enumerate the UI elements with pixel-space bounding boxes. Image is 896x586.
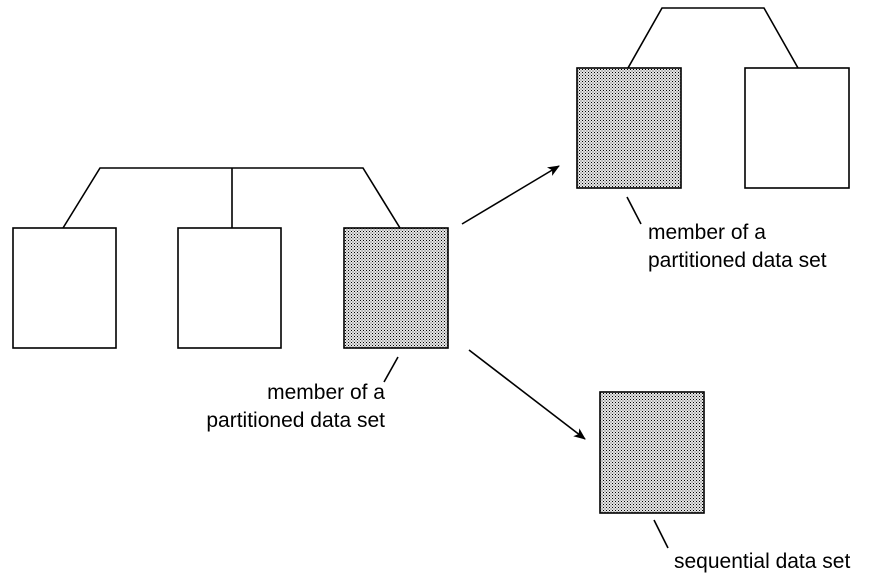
arrow-to-pds [461, 165, 560, 225]
right-label-line-1: member of a [648, 221, 766, 244]
arrow-to-sequential [468, 349, 586, 440]
right-pds-connector [627, 7, 799, 69]
sequential-data-set-box [599, 391, 705, 514]
pds-member-box-selected [343, 227, 449, 349]
right-label-leader [626, 196, 642, 225]
right-label-line-2: partitioned data set [648, 249, 827, 272]
pds-member-box-copied [576, 67, 682, 189]
pds-member-box-2 [177, 227, 282, 349]
left-label-leader [383, 356, 399, 383]
sequential-label-leader [653, 519, 669, 549]
sequential-label: sequential data set [674, 550, 850, 573]
pds-member-box-4 [744, 67, 850, 189]
left-pds-connector [62, 167, 401, 229]
left-label-line-2: partitioned data set [206, 409, 385, 432]
pds-member-box-1 [12, 227, 117, 349]
left-label-line-1: member of a [267, 381, 385, 404]
